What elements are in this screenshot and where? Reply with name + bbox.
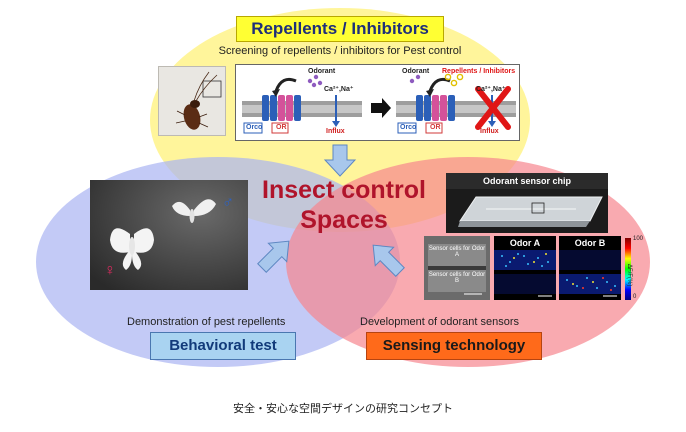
cells-b-label: Sensor cells for Odor B (428, 272, 486, 284)
blocked-x-icon (475, 86, 511, 130)
sensing-technology-label: Sensing technology (366, 332, 542, 360)
female-symbol: ♀ (104, 262, 116, 279)
or-label-left: OR (276, 124, 287, 131)
behavioral-test-label: Behavioral test (150, 332, 296, 360)
repellent-label: Repellents / Inhibitors (442, 68, 516, 75)
center-title-line2: Spaces (300, 206, 388, 234)
arrow-up-right (257, 240, 290, 273)
odor-b-response-dots (566, 277, 616, 289)
or-label-right: OR (430, 124, 441, 131)
membrane-left (242, 74, 362, 134)
influx-label-left: Influx (326, 128, 345, 135)
odor-a-title: Odor A (509, 238, 541, 248)
orco-label-left: Orco (246, 124, 263, 131)
odorant-label-right: Odorant (402, 68, 430, 75)
colorbar-unit: ΔF/F(%) (626, 264, 632, 287)
center-title: Insect control Spaces (226, 175, 462, 235)
behavioral-caption: Demonstration of pest repellents (127, 316, 286, 328)
colorbar-max: 100 (633, 236, 644, 242)
odorant-label-left: Odorant (308, 68, 336, 75)
odor-b-panel: Odor B (559, 236, 621, 300)
arrow-up-left (372, 244, 405, 277)
odor-a-response-dots (501, 253, 549, 267)
colorbar-min: 0 (633, 294, 637, 300)
female-moth (110, 228, 154, 270)
influx-label-right: Influx (480, 128, 499, 135)
sensor-cells-image: Sensor cells for Odor A Sensor cells for… (424, 236, 490, 300)
odor-b-title: Odor B (574, 238, 606, 248)
orco-label-right: Orco (400, 124, 417, 131)
male-symbol: ♂ (222, 194, 234, 211)
membrane-right (396, 73, 516, 134)
chip-title: Odorant sensor chip (446, 173, 608, 189)
odor-a-panel: Odor A (494, 236, 556, 300)
sensing-caption: Development of odorant sensors (360, 316, 519, 328)
ion-label-left: Ca²⁺,Na⁺ (324, 86, 354, 93)
center-title-line1: Insect control (262, 176, 426, 204)
repellents-title: Repellents / Inhibitors (236, 16, 444, 42)
repellents-subtitle: Screening of repellents / inhibitors for… (218, 45, 462, 57)
ion-label-right: Ca²⁺,Na⁺ (476, 86, 506, 93)
receptor-mechanism-panel: Odorant Ca²⁺,Na⁺ Influx Orco OR Odorant … (235, 64, 520, 141)
chip-photo (446, 189, 608, 233)
figure-caption: 安全・安心な空間デザインの研究コンセプト (233, 402, 453, 415)
process-arrow (371, 98, 391, 118)
cells-a-label: Sensor cells for Odor A (428, 246, 486, 258)
colorbar (625, 238, 631, 300)
moth-photo: ♂ ♀ (90, 180, 248, 290)
cockroach-photo (158, 66, 226, 136)
male-moth (172, 199, 216, 223)
arrow-down (323, 144, 357, 177)
